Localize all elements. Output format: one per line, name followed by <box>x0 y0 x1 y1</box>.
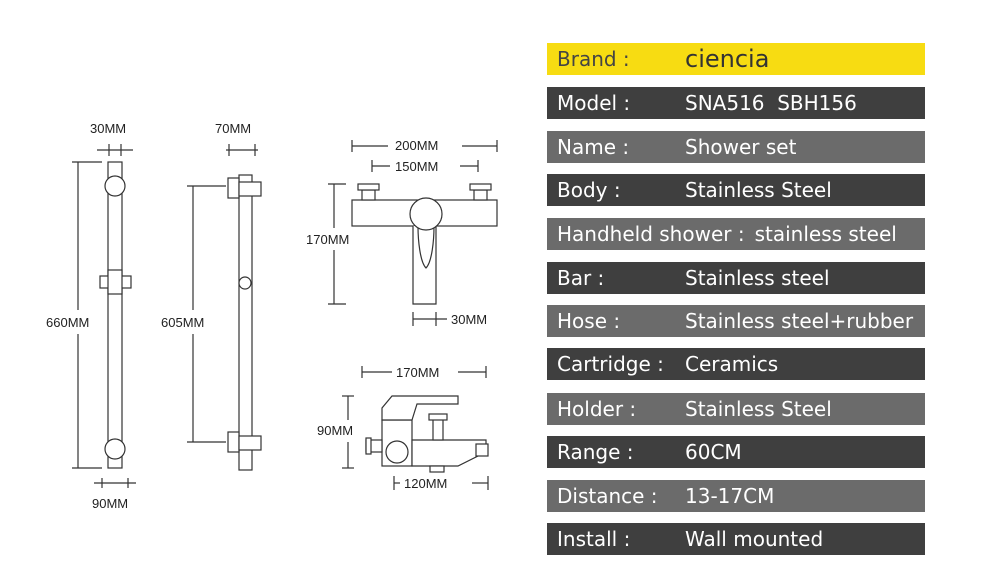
spec-label: Hose : <box>557 309 621 333</box>
spec-label: Holder : <box>557 397 637 421</box>
dim-holder-offset: 70MM <box>215 121 251 136</box>
spec-value: Stainless steel+rubber <box>685 309 914 333</box>
spec-value: Ceramics <box>685 352 779 376</box>
dim-spout-length: 170MM <box>396 365 439 380</box>
dim-holder-span: 605MM <box>161 315 204 330</box>
spec-label: Handheld shower : <box>557 222 745 246</box>
spec-value: Stainless Steel <box>685 397 832 421</box>
spec-value: 60CM <box>685 440 742 464</box>
spout-side-view <box>342 366 489 490</box>
spec-row-model: Model : SNA516 SBH156 <box>547 87 925 119</box>
spec-label: Distance : <box>557 484 658 508</box>
dim-spout-body-width: 120MM <box>404 476 447 491</box>
spec-row-range: Range : 60CM <box>547 436 925 468</box>
mixer-front-view <box>328 140 498 326</box>
spec-value: stainless steel <box>754 222 897 246</box>
spec-value: Shower set <box>685 135 797 159</box>
spec-row-handheld-shower: Handheld shower : stainless steel <box>547 218 925 250</box>
dim-bar-height: 660MM <box>46 315 89 330</box>
dim-mixer-total-width: 200MM <box>395 138 438 153</box>
spec-value: Stainless Steel <box>685 178 832 202</box>
spec-label: Name : <box>557 135 630 159</box>
spec-row-brand: Brand : ciencia <box>547 43 925 75</box>
spec-label: Range : <box>557 440 634 464</box>
spec-value: Wall mounted <box>685 527 824 551</box>
spec-label: Install : <box>557 527 631 551</box>
spec-row-name: Name : Shower set <box>547 131 925 163</box>
dim-bar-base-width: 90MM <box>92 496 128 511</box>
technical-drawing: 30MM 660MM 90MM 70MM 605MM 200MM 150MM 1… <box>46 121 498 511</box>
slide-bar-side-view <box>187 144 262 471</box>
spec-label: Model : <box>557 91 631 115</box>
spec-label: Bar : <box>557 266 605 290</box>
spec-value: Stainless steel <box>685 266 830 290</box>
dim-spout-height: 90MM <box>317 423 353 438</box>
spec-row-body: Body : Stainless Steel <box>547 174 925 206</box>
slide-bar-front-view <box>72 144 136 488</box>
spec-row-install: Install : Wall mounted <box>547 523 925 555</box>
dim-mixer-height: 170MM <box>306 232 349 247</box>
spec-row-hose: Hose : Stainless steel+rubber <box>547 305 925 337</box>
spec-value: SNA516 SBH156 <box>685 91 857 115</box>
spec-row-holder: Holder : Stainless Steel <box>547 393 925 425</box>
spec-label: Body : <box>557 178 621 202</box>
spec-label: Brand : <box>557 47 630 71</box>
spec-value: 13-17CM <box>685 484 775 508</box>
dim-mixer-inlet-spacing: 150MM <box>395 159 438 174</box>
spec-label: Cartridge : <box>557 352 664 376</box>
spec-row-cartridge: Cartridge : Ceramics <box>547 348 925 380</box>
spec-row-distance: Distance : 13-17CM <box>547 480 925 512</box>
spec-value: ciencia <box>685 45 770 73</box>
dim-mixer-outlet-width: 30MM <box>451 312 487 327</box>
spec-row-bar: Bar : Stainless steel <box>547 262 925 294</box>
dim-bar-width: 30MM <box>90 121 126 136</box>
